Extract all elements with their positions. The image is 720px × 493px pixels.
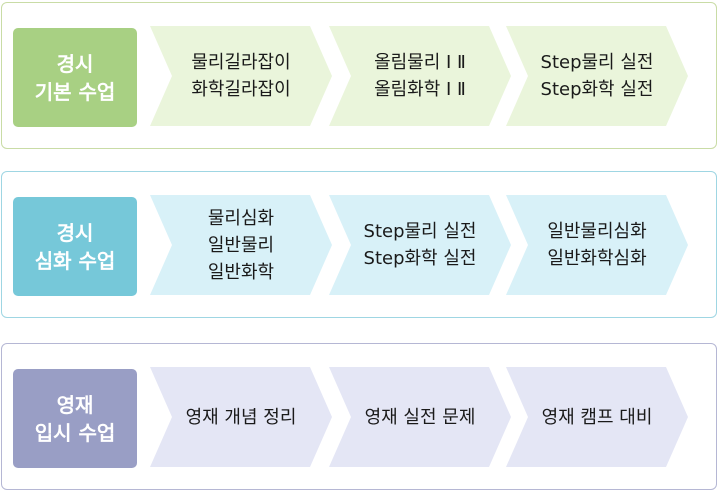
row-label-line: 입시 수업 xyxy=(34,420,116,445)
chevron-arrow-shape xyxy=(506,367,688,467)
row-label-basic: 경시 기본 수업 xyxy=(13,28,137,127)
row-label-line: 경시 xyxy=(56,220,94,245)
step-arrow: 영재 실전 문제 xyxy=(329,367,511,467)
step-text: Step물리 실전 xyxy=(363,221,477,242)
step-text: 일반물리 xyxy=(207,234,275,256)
course-row-gifted: 영재 입시 수업 영재 개념 정리 영재 실전 문제 영재 캠프 대비 xyxy=(1,343,717,490)
step-arrow: 올림물리 Ⅰ Ⅱ 올림화학 Ⅰ Ⅱ xyxy=(329,26,511,126)
chevron-arrow-shape xyxy=(150,367,332,467)
step-text: 물리심화 xyxy=(207,207,275,229)
step-arrow: 영재 개념 정리 xyxy=(150,367,332,467)
chevron-arrow-shape xyxy=(150,195,332,295)
chevron-arrow-shape xyxy=(329,367,511,467)
row-label-line: 기본 수업 xyxy=(34,79,116,104)
step-text: Step화학 실전 xyxy=(363,248,477,269)
step-text: 화학길라잡이 xyxy=(191,79,291,100)
chevron-arrow-shape xyxy=(506,26,688,126)
step-text: 영재 개념 정리 xyxy=(185,406,297,428)
row-label-line: 영재 xyxy=(56,392,94,417)
step-text: 올림물리 Ⅰ Ⅱ xyxy=(374,52,466,73)
step-text: Step물리 실전 xyxy=(540,52,654,73)
step-arrow: 일반물리심화 일반화학심화 xyxy=(506,195,688,295)
step-text: 영재 캠프 대비 xyxy=(541,406,653,428)
step-text: 올림화학 Ⅰ Ⅱ xyxy=(374,79,466,100)
course-row-advanced: 경시 심화 수업 물리심화 일반물리 일반화학 Step물리 실전 Step화학… xyxy=(1,171,717,318)
row-label-advanced: 경시 심화 수업 xyxy=(13,197,137,296)
row-label-gifted: 영재 입시 수업 xyxy=(13,369,137,468)
course-row-basic: 경시 기본 수업 물리길라잡이 화학길라잡이 올림물리 Ⅰ Ⅱ 올림화학 Ⅰ Ⅱ… xyxy=(1,2,717,149)
step-text: Step화학 실전 xyxy=(540,79,654,100)
row-label-line: 경시 xyxy=(56,51,94,76)
chevron-arrow-shape xyxy=(150,26,332,126)
step-text: 일반화학심화 xyxy=(547,248,647,269)
chevron-arrow-shape xyxy=(329,26,511,126)
row-label-line: 심화 수업 xyxy=(34,248,116,273)
chevron-arrow-shape xyxy=(329,195,511,295)
step-arrow: 물리심화 일반물리 일반화학 xyxy=(150,195,332,295)
step-arrow: 영재 캠프 대비 xyxy=(506,367,688,467)
step-text: 일반물리심화 xyxy=(547,221,647,242)
step-arrow: 물리길라잡이 화학길라잡이 xyxy=(150,26,332,126)
step-text: 일반화학 xyxy=(207,261,275,283)
step-arrow: Step물리 실전 Step화학 실전 xyxy=(329,195,511,295)
step-text: 영재 실전 문제 xyxy=(364,406,476,428)
step-text: 물리길라잡이 xyxy=(191,52,291,73)
step-arrow: Step물리 실전 Step화학 실전 xyxy=(506,26,688,126)
chevron-arrow-shape xyxy=(506,195,688,295)
